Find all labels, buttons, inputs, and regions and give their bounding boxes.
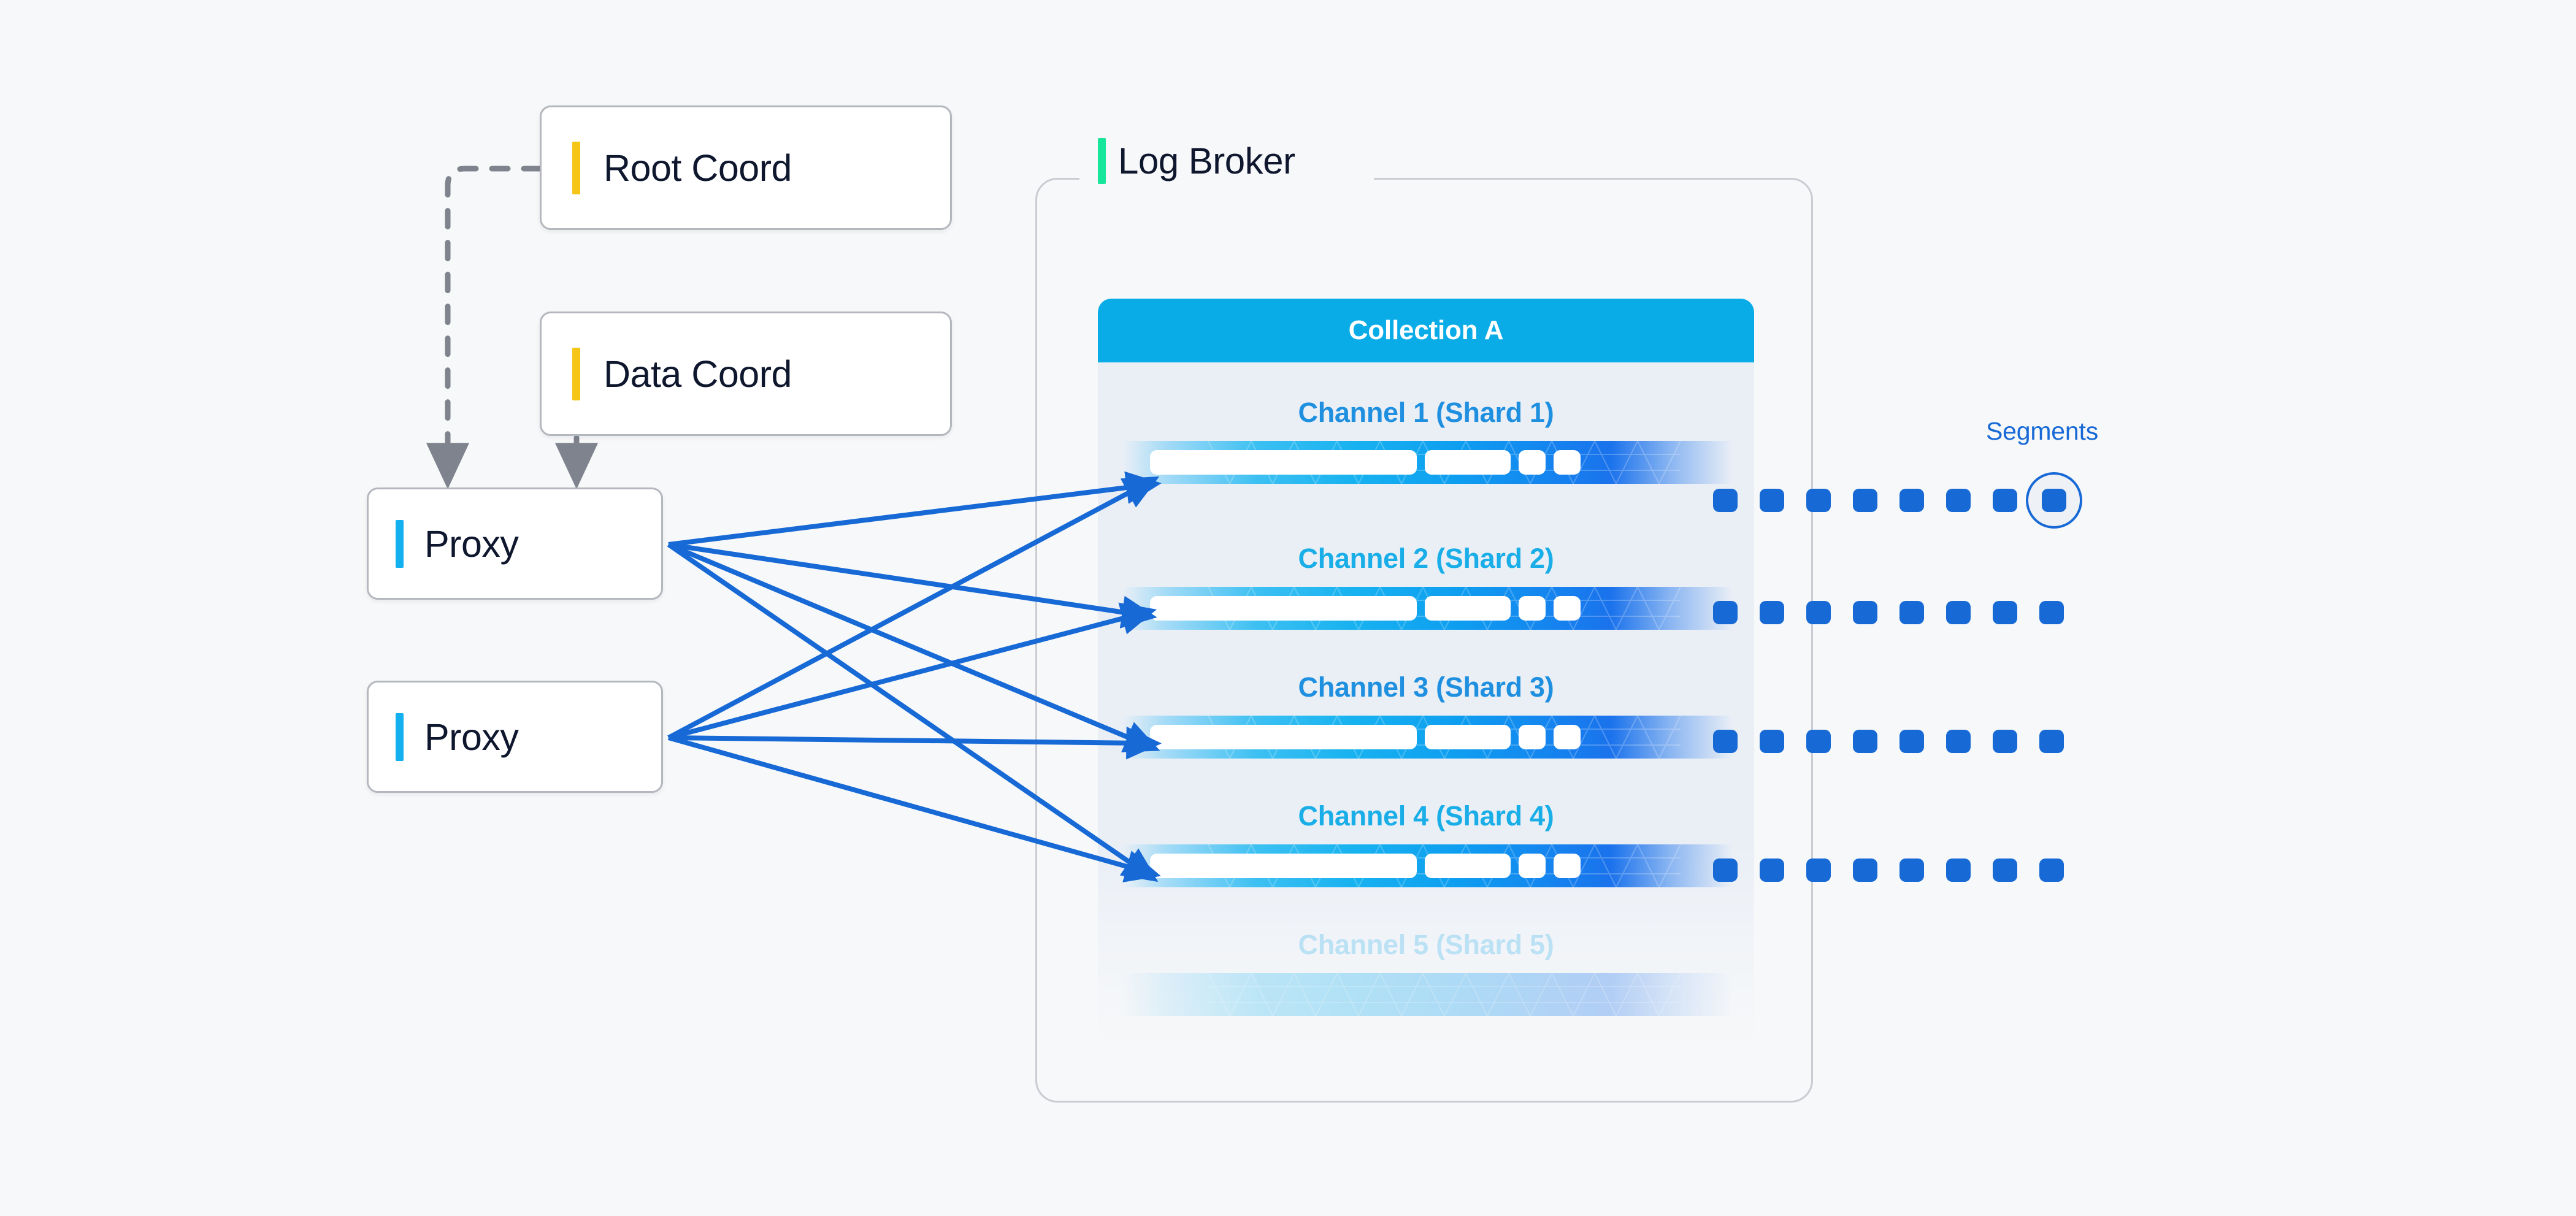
channel-bar	[1122, 441, 1733, 484]
segment-dot[interactable]	[1946, 601, 1971, 624]
segment-block	[1519, 725, 1546, 749]
segment-dot[interactable]	[1946, 730, 1971, 753]
log-broker-title-notch	[1079, 166, 1374, 194]
channel-row: Channel 5 (Shard 5)	[1098, 929, 1754, 1046]
channel-row: Channel 2 (Shard 2)	[1098, 543, 1754, 659]
segment-dot[interactable]	[1760, 730, 1784, 753]
segment-block	[1554, 450, 1581, 475]
segment-dot[interactable]	[1760, 489, 1784, 512]
log-broker-title-label: Log Broker	[1118, 140, 1295, 182]
segment-dot[interactable]	[1806, 858, 1831, 882]
segment-block	[1519, 854, 1546, 878]
segment-dot[interactable]	[1993, 601, 2017, 624]
segment-block	[1519, 596, 1546, 621]
channel-bar-fill	[1122, 973, 1733, 1016]
connector-rootcoord-proxy1	[426, 166, 543, 489]
node-proxy-1[interactable]: Proxy	[367, 488, 663, 600]
segment-dot[interactable]	[1760, 601, 1784, 624]
segment-dot[interactable]	[1713, 730, 1738, 753]
node-proxy-2[interactable]: Proxy	[367, 681, 663, 793]
segment-dot[interactable]	[1993, 489, 2017, 512]
channel-label: Channel 2 (Shard 2)	[1298, 543, 1554, 574]
log-broker-accent-bar	[1098, 138, 1106, 184]
channel-label: Channel 1 (Shard 1)	[1298, 397, 1554, 428]
channel-label: Channel 5 (Shard 5)	[1298, 929, 1554, 960]
collection-card: Collection A Channel 1 (Shard 1)	[1098, 299, 1754, 1053]
data-coord-accent-bar	[572, 347, 580, 400]
data-coord-label: Data Coord	[604, 353, 792, 395]
channel-label: Channel 3 (Shard 3)	[1298, 671, 1554, 703]
segment-dot[interactable]	[1993, 858, 2017, 882]
channel-bar-blocks	[1150, 854, 1733, 878]
segment-block	[1519, 450, 1546, 475]
channel-bar-blocks	[1150, 450, 1733, 475]
proxy-2-accent-bar	[396, 713, 404, 761]
root-coord-accent-bar	[572, 141, 580, 194]
segment-trail-channel-1	[1713, 472, 2082, 529]
segment-dot[interactable]	[1806, 489, 1831, 512]
segment-dot[interactable]	[1853, 730, 1877, 753]
segment-dot[interactable]	[1993, 730, 2017, 753]
segment-block	[1150, 450, 1417, 475]
segment-dot[interactable]	[2039, 601, 2064, 624]
segment-dot[interactable]	[2039, 730, 2064, 753]
channel-bar	[1122, 716, 1733, 759]
channel-bar	[1122, 587, 1733, 630]
channel-bar-blocks	[1150, 725, 1733, 749]
segment-dot[interactable]	[1713, 601, 1738, 624]
proxy-2-label: Proxy	[424, 716, 519, 758]
channel-bar	[1122, 973, 1733, 1016]
proxy-1-accent-bar	[396, 519, 404, 568]
collection-header: Collection A	[1098, 299, 1754, 362]
segment-block	[1554, 596, 1581, 621]
segment-dot[interactable]	[1853, 489, 1877, 512]
proxy-1-label: Proxy	[424, 522, 519, 565]
segment-block	[1554, 725, 1581, 749]
segment-block	[1425, 450, 1511, 475]
segment-dot[interactable]	[1946, 489, 1971, 512]
segments-annotation-label: Segments	[1986, 417, 2099, 445]
segment-block	[1425, 854, 1511, 878]
segment-block	[1150, 725, 1417, 749]
channel-bar-texture	[1208, 973, 1681, 1016]
channel-row: Channel 3 (Shard 3)	[1098, 671, 1754, 788]
channel-label: Channel 4 (Shard 4)	[1298, 800, 1554, 832]
segment-dot[interactable]	[1899, 489, 1924, 512]
segment-dot[interactable]	[1806, 601, 1831, 624]
node-root-coord[interactable]: Root Coord	[540, 105, 952, 230]
node-data-coord[interactable]: Data Coord	[540, 312, 952, 436]
segment-dot[interactable]	[1946, 858, 1971, 882]
segment-dot[interactable]	[1853, 601, 1877, 624]
segment-block	[1425, 725, 1511, 749]
segment-dot[interactable]	[2039, 858, 2064, 882]
segment-dot[interactable]	[1713, 489, 1738, 512]
segment-block	[1150, 596, 1417, 621]
segment-dot[interactable]	[1853, 858, 1877, 882]
channel-bar-blocks	[1150, 596, 1733, 621]
segment-block	[1425, 596, 1511, 621]
segment-highlight-circle[interactable]	[2026, 472, 2082, 529]
log-broker-title: Log Broker	[1098, 138, 1295, 184]
segment-dot-highlighted[interactable]	[2042, 489, 2066, 512]
segment-trail-channel-4	[1713, 858, 2064, 882]
segment-dot[interactable]	[1713, 858, 1738, 882]
segment-block	[1554, 854, 1581, 878]
segment-dot[interactable]	[1806, 730, 1831, 753]
segment-trail-channel-2	[1713, 601, 2064, 624]
segment-block	[1150, 854, 1417, 878]
segment-trail-channel-3	[1713, 730, 2064, 753]
collection-title: Collection A	[1348, 315, 1504, 345]
segment-dot[interactable]	[1899, 730, 1924, 753]
channel-row: Channel 1 (Shard 1)	[1098, 397, 1754, 513]
segment-dot[interactable]	[1760, 858, 1784, 882]
channel-row: Channel 4 (Shard 4)	[1098, 800, 1754, 917]
segment-dot[interactable]	[1899, 858, 1924, 882]
channel-bar	[1122, 844, 1733, 887]
root-coord-label: Root Coord	[604, 147, 792, 189]
segment-dot[interactable]	[1899, 601, 1924, 624]
